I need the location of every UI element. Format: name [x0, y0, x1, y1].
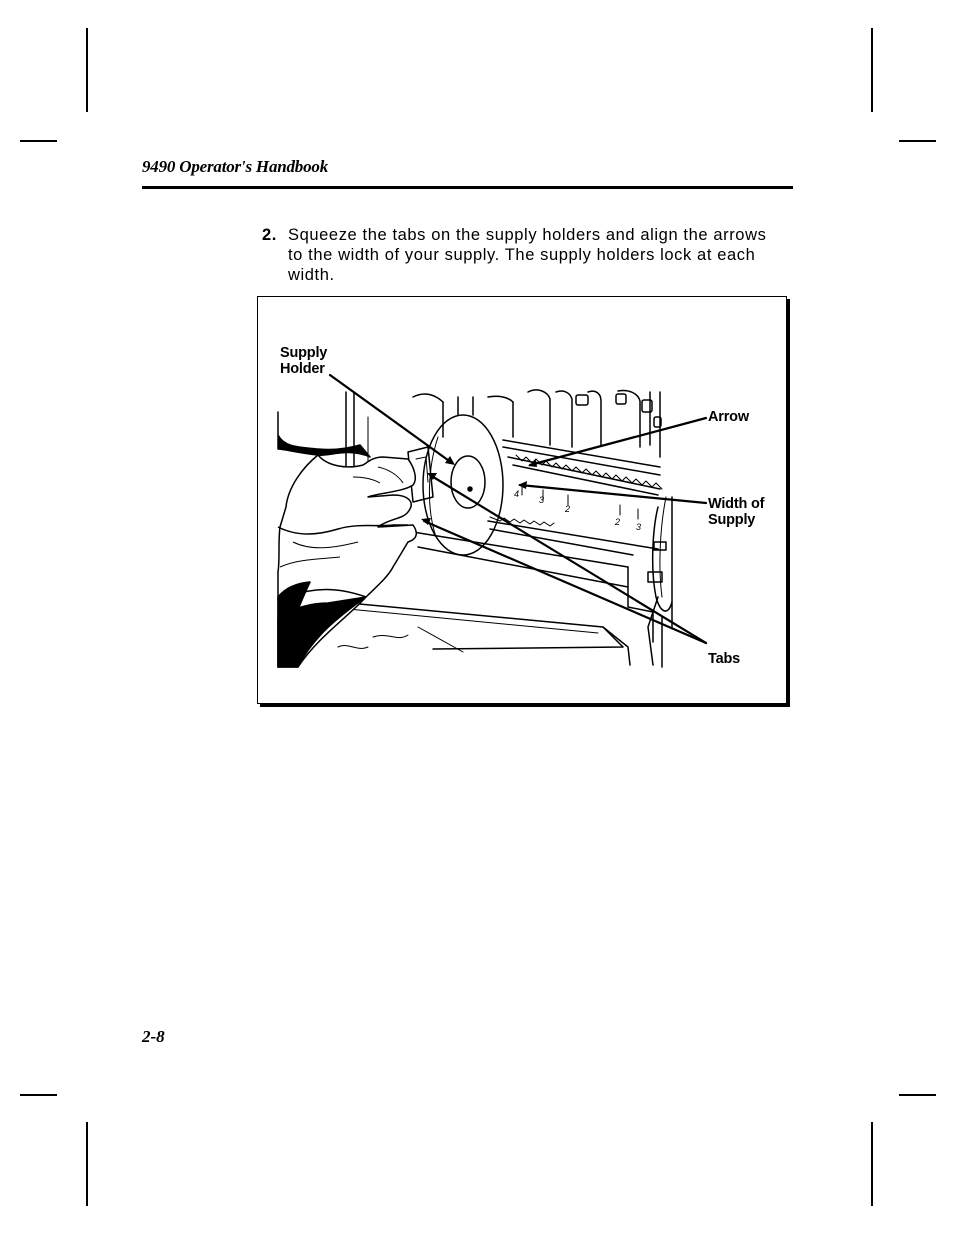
printer-illustration: 4 3 2 2 3: [277, 373, 708, 668]
running-header-title: 9490 Operator's Handbook: [142, 157, 328, 176]
crop-mark-top-left-horizontal: [20, 140, 57, 142]
leader-supply-holder: [328, 373, 454, 465]
crop-mark-top-right-horizontal: [899, 140, 936, 142]
header-rule: [142, 186, 793, 189]
step-text: Squeeze the tabs on the supply holders a…: [288, 226, 767, 284]
step-number: 2.: [262, 226, 277, 244]
scale-mark-4: 4: [514, 489, 519, 499]
leader-arrow: [528, 416, 708, 467]
crop-mark-top-right-vertical: [871, 28, 873, 112]
callout-arrow: Arrow: [708, 409, 749, 425]
crop-mark-bottom-right-horizontal: [899, 1094, 936, 1096]
leader-tabs-2: [422, 519, 708, 645]
leader-tabs-1: [428, 473, 708, 645]
crop-mark-bottom-left-horizontal: [20, 1094, 57, 1096]
scale-mark-2-right: 2: [614, 517, 620, 527]
callout-tabs: Tabs: [708, 651, 740, 667]
callout-supply-holder-line2: Holder: [280, 361, 325, 377]
callout-supply-holder-line1: Supply: [280, 345, 328, 361]
scale-mark-2-left: 2: [564, 504, 570, 514]
scale-mark-3: 3: [539, 495, 544, 505]
callout-width-line1: Width of: [708, 496, 765, 512]
callout-width-line2: Supply: [708, 512, 756, 528]
supply-holder-figure: 4 3 2 2 3 Supply Holder Arrow Width of S…: [257, 296, 787, 704]
leader-width: [518, 483, 708, 505]
crop-mark-top-left-vertical: [86, 28, 88, 112]
scale-mark-3-right: 3: [636, 522, 641, 532]
callout-width-of-supply: Width of Supply: [708, 496, 764, 528]
page-number: 2-8: [142, 1027, 165, 1046]
callout-supply-holder: Supply Holder: [280, 345, 327, 377]
crop-mark-bottom-left-vertical: [86, 1122, 88, 1206]
crop-mark-bottom-right-vertical: [871, 1122, 873, 1206]
